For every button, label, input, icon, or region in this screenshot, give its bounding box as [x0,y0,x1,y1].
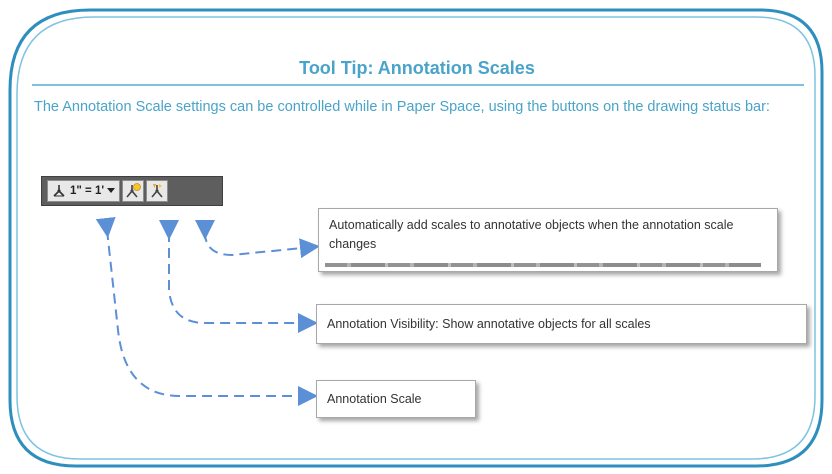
annotation-scale-value: 1" = 1' [70,185,105,197]
tooltip-description: The Annotation Scale settings can be con… [34,99,770,115]
annotation-visibility-icon [124,182,142,200]
annotation-scale-icon [51,183,67,199]
autoscale-tooltip-text: Automatically add scales to annotative o… [329,218,734,251]
scale-tooltip: Annotation Scale [316,380,476,418]
annotation-autoscale-button[interactable] [146,180,169,202]
visibility-tooltip-text: Annotation Visibility: Show annotative o… [327,317,651,331]
annotation-autoscale-icon [148,182,166,200]
tooltip-title: Tool Tip: Annotation Scales [299,58,535,78]
annotation-scale-button[interactable]: 1" = 1' [47,180,121,202]
autoscale-tooltip: Automatically add scales to annotative o… [318,208,778,272]
annotation-visibility-button[interactable] [122,180,145,202]
visibility-tooltip: Annotation Visibility: Show annotative o… [316,304,807,344]
background-strip [325,263,761,267]
drawing-status-bar: 1" = 1' [41,176,223,206]
title-divider [32,84,804,86]
scale-tooltip-text: Annotation Scale [327,392,422,406]
caret-down-icon [107,188,116,194]
